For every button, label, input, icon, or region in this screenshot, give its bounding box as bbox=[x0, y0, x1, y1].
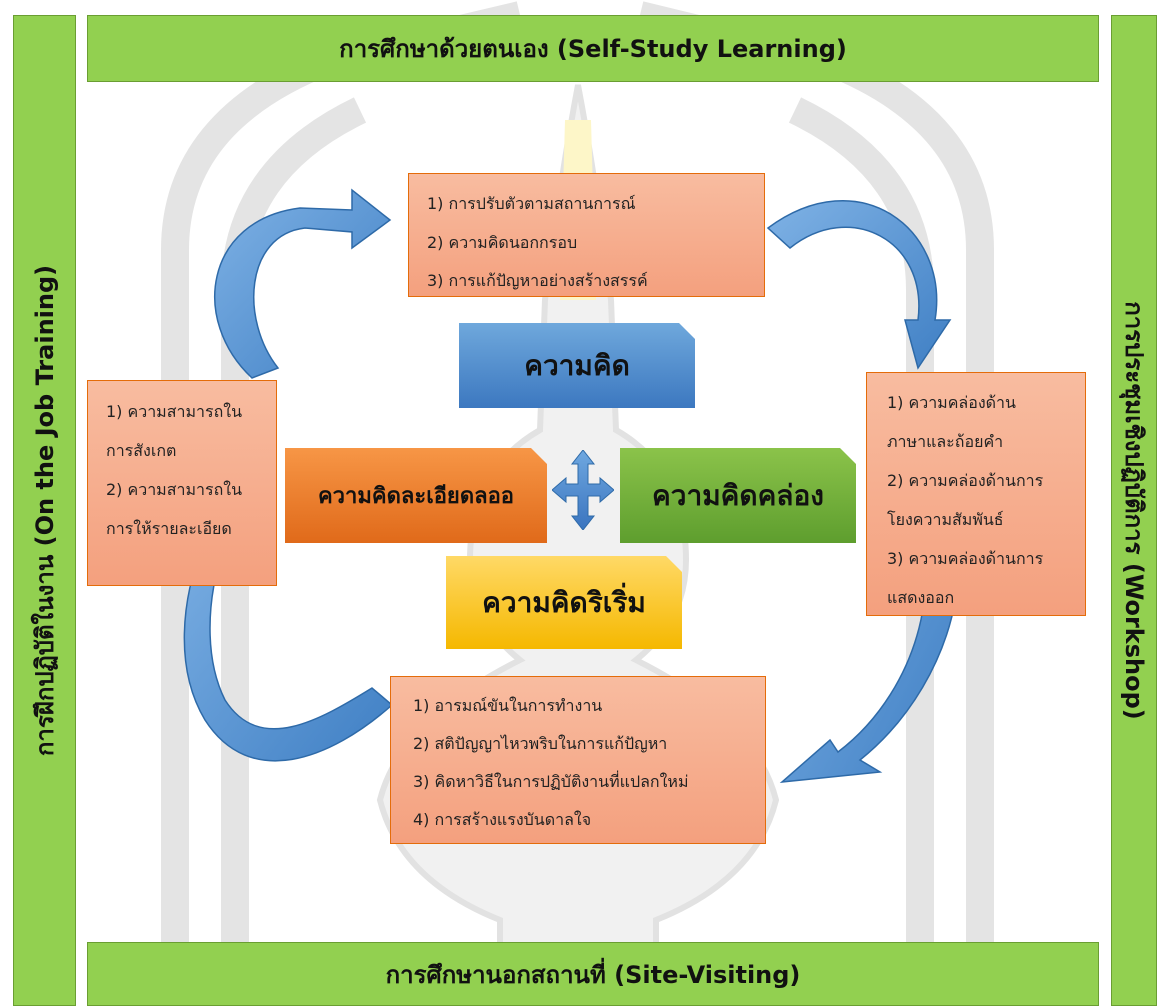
arrow-left-up-to-top bbox=[214, 188, 392, 379]
on-the-job-training-bar: การฝึกปฏิบัติในงาน (On the Job Training) bbox=[13, 15, 76, 1006]
list-item: การสังเกต bbox=[106, 441, 177, 460]
concept-thinking-label: ความคิด bbox=[524, 348, 630, 382]
list-item: 3) การแก้ปัญหาอย่างสร้างสรรค์ bbox=[427, 271, 648, 290]
list-item: 3) ความคล่องด้านการ bbox=[887, 549, 1044, 568]
list-item: 1) ความคล่องด้าน bbox=[887, 393, 1016, 412]
right-list-box: 1) ความคล่องด้าน ภาษาและถ้อยคำ 2) ความคล… bbox=[866, 372, 1086, 616]
concept-fluency: ความคิดคล่อง bbox=[620, 448, 856, 543]
bottom-list-box: 1) อารมณ์ขันในการทำงาน 2) สติปัญญาไหวพริ… bbox=[390, 676, 766, 844]
list-item: 1) ความสามารถใน bbox=[106, 402, 243, 421]
list-item: ภาษาและถ้อยคำ bbox=[887, 432, 1004, 451]
list-item: 2) ความคิดนอกกรอบ bbox=[427, 233, 578, 252]
left-list-box: 1) ความสามารถใน การสังเกต 2) ความสามารถใ… bbox=[87, 380, 277, 586]
list-item: 2) ความคล่องด้านการ bbox=[887, 471, 1044, 490]
arrow-top-to-right bbox=[766, 200, 952, 370]
list-item: 1) การปรับตัวตามสถานการณ์ bbox=[427, 194, 636, 213]
site-visiting-label: การศึกษานอกสถานที่ (Site-Visiting) bbox=[385, 960, 801, 989]
four-way-arrow-icon bbox=[552, 450, 614, 530]
concept-originality: ความคิดริเริ่ม bbox=[446, 556, 682, 649]
list-item: การให้รายละเอียด bbox=[106, 519, 232, 538]
concept-elaboration: ความคิดละเอียดลออ bbox=[285, 448, 547, 543]
list-item: 3) คิดหาวิธีในการปฏิบัติงานที่แปลกใหม่ bbox=[413, 772, 689, 791]
list-item: แสดงออก bbox=[887, 588, 955, 607]
self-study-learning-bar: การศึกษาด้วยตนเอง (Self-Study Learning) bbox=[87, 15, 1099, 82]
concept-thinking: ความคิด bbox=[459, 323, 695, 408]
concept-fluency-label: ความคิดคล่อง bbox=[652, 478, 824, 512]
list-item: 2) ความสามารถใน bbox=[106, 480, 243, 499]
concept-elaboration-label: ความคิดละเอียดลออ bbox=[317, 484, 515, 509]
top-list-box: 1) การปรับตัวตามสถานการณ์ 2) ความคิดนอกก… bbox=[408, 173, 765, 297]
workshop-bar: การประชุมเชิงปฏิบัติการ (Workshop) bbox=[1111, 15, 1157, 1006]
self-study-learning-label: การศึกษาด้วยตนเอง (Self-Study Learning) bbox=[339, 35, 847, 63]
list-item: 1) อารมณ์ขันในการทำงาน bbox=[413, 696, 603, 715]
concept-originality-label: ความคิดริเริ่ม bbox=[482, 585, 646, 619]
list-item: 2) สติปัญญาไหวพริบในการแก้ปัญหา bbox=[413, 734, 668, 753]
site-visiting-bar: การศึกษานอกสถานที่ (Site-Visiting) bbox=[87, 942, 1099, 1006]
list-item: โยงความสัมพันธ์ bbox=[887, 510, 1004, 529]
list-item: 4) การสร้างแรงบันดาลใจ bbox=[413, 810, 592, 829]
